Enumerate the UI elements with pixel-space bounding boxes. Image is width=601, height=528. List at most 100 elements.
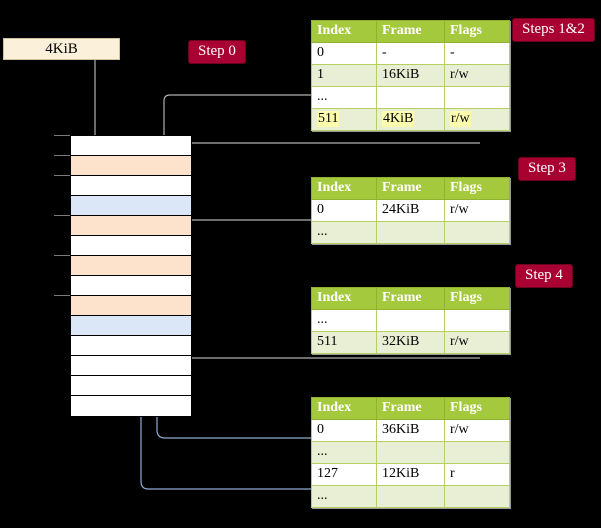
column-header-flags: Flags (444, 177, 510, 200)
cell-index: 0 (311, 419, 377, 442)
cell-flags: r/w (444, 331, 510, 354)
table-row: ... (311, 309, 510, 332)
highlighted-value: r/w (450, 111, 471, 127)
column-header-frame: Frame (376, 287, 445, 310)
cell-flags: r/w (444, 108, 510, 131)
cell-frame: 12KiB (376, 463, 445, 486)
memory-frame-row (71, 276, 191, 296)
table-row: 511 4KiB r/w (311, 108, 510, 131)
column-header-index: Index (311, 397, 377, 420)
cell-frame: 4KiB (376, 108, 445, 131)
cell-frame (376, 221, 445, 244)
cell-frame (376, 485, 445, 508)
source-frame-label: 4KiB (45, 41, 78, 57)
highlighted-value: 4KiB (382, 111, 415, 127)
table-row: ... (311, 221, 510, 244)
table-row: ... (311, 86, 510, 109)
cell-frame: 24KiB (376, 199, 445, 222)
cell-index: 127 (311, 463, 377, 486)
memory-frame-row (71, 336, 191, 356)
cell-frame: 16KiB (376, 64, 445, 87)
cell-frame: 32KiB (376, 331, 445, 354)
cell-index: ... (311, 86, 377, 109)
cell-frame (376, 441, 445, 464)
table-row: ... (311, 485, 510, 508)
column-header-index: Index (311, 177, 377, 200)
cell-index: 511 (311, 108, 377, 131)
badge-step-3-label: Step 3 (528, 160, 566, 176)
badge-step-4: Step 4 (516, 265, 572, 287)
cell-index: 0 (311, 199, 377, 222)
badge-steps-1-2-label: Steps 1&2 (522, 21, 585, 37)
cell-index: ... (311, 221, 377, 244)
memory-frame-row (71, 176, 191, 196)
cell-index: 1 (311, 64, 377, 87)
memory-row-tick (54, 155, 70, 156)
memory-frame-row (71, 216, 191, 236)
column-header-index: Index (311, 20, 377, 43)
column-header-flags: Flags (444, 287, 510, 310)
cell-index: ... (311, 485, 377, 508)
column-header-index: Index (311, 287, 377, 310)
table-row: ... (311, 441, 510, 464)
memory-row-tick (54, 135, 70, 136)
memory-frame-row (71, 196, 191, 216)
column-header-flags: Flags (444, 397, 510, 420)
memory-frame-row (71, 156, 191, 176)
badge-step-0: Step 0 (189, 41, 245, 63)
memory-frame-row (71, 396, 191, 416)
cell-flags (444, 221, 510, 244)
cell-index: 511 (311, 331, 377, 354)
memory-frame-row (71, 296, 191, 316)
memory-frame-row (71, 376, 191, 396)
cell-flags (444, 86, 510, 109)
badge-steps-1-2: Steps 1&2 (513, 19, 594, 41)
cell-frame: 36KiB (376, 419, 445, 442)
memory-frame-row (71, 356, 191, 376)
memory-row-tick (54, 175, 70, 176)
column-header-frame: Frame (376, 397, 445, 420)
memory-row-tick (54, 295, 70, 296)
cell-flags (444, 309, 510, 332)
source-frame-box: 4KiB (3, 38, 120, 60)
cell-index: ... (311, 441, 377, 464)
cell-index: ... (311, 309, 377, 332)
badge-step-0-label: Step 0 (198, 43, 236, 59)
highlighted-value: 511 (317, 111, 340, 127)
cell-flags: r (444, 463, 510, 486)
cell-flags: - (444, 42, 510, 65)
cell-flags (444, 485, 510, 508)
badge-step-3: Step 3 (519, 158, 575, 180)
memory-frame-row (71, 136, 191, 156)
cell-index: 0 (311, 42, 377, 65)
badge-step-4-label: Step 4 (525, 267, 563, 283)
physical-memory-column (70, 135, 192, 417)
column-header-flags: Flags (444, 20, 510, 43)
column-header-frame: Frame (376, 20, 445, 43)
cell-flags (444, 441, 510, 464)
cell-frame (376, 86, 445, 109)
table-row: 0-- (311, 42, 510, 65)
memory-row-tick (54, 255, 70, 256)
column-header-frame: Frame (376, 177, 445, 200)
cell-flags: r/w (444, 199, 510, 222)
memory-frame-row (71, 316, 191, 336)
memory-frame-row (71, 256, 191, 276)
cell-frame (376, 309, 445, 332)
cell-flags: r/w (444, 64, 510, 87)
cell-frame: - (376, 42, 445, 65)
